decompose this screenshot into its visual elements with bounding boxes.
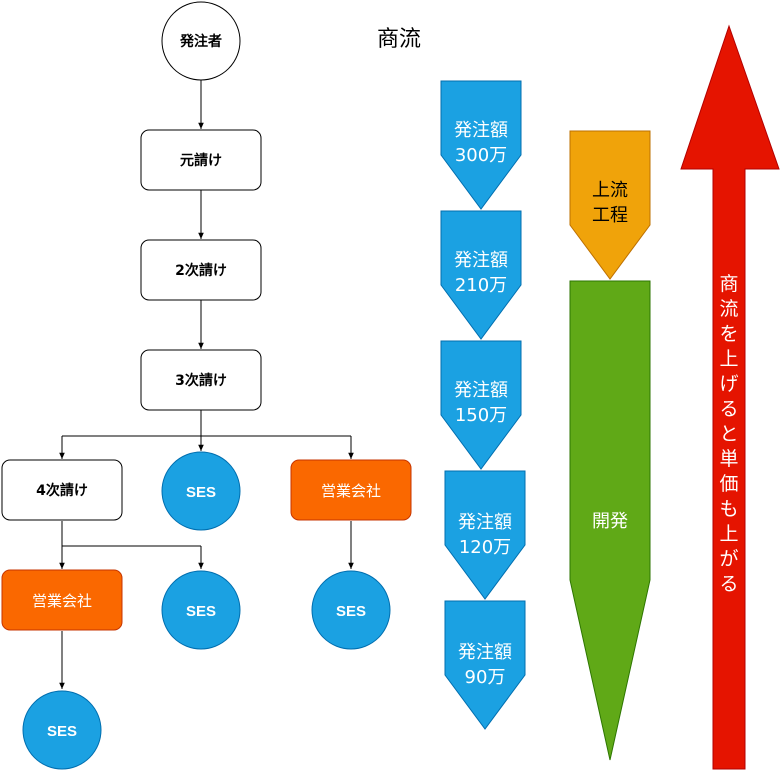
amount-arrow-1-label: 発注額: [454, 120, 508, 141]
upstream-process: 上流 工程: [569, 130, 651, 280]
node-sub4: 4次請け: [1, 459, 123, 521]
node-sales-company-a: 営業会社: [290, 459, 412, 521]
amount-arrow-3: 発注額 150万: [440, 340, 522, 470]
node-sales-company-b: 営業会社: [1, 569, 123, 631]
node-sub4-label: 4次請け: [36, 482, 88, 499]
upstream-line1: 上流: [592, 180, 628, 201]
node-sales-company-b-label: 営業会社: [32, 592, 92, 610]
red-arrow-text: 商流を上げると単価も上がる: [719, 273, 738, 595]
amount-arrow-4-label: 発注額: [458, 512, 512, 533]
amount-arrow-2-value: 210万: [455, 275, 507, 296]
node-prime-label: 元請け: [180, 152, 222, 169]
node-sales-company-a-label: 営業会社: [321, 482, 381, 500]
node-ses-4-label: SES: [47, 723, 77, 740]
amount-arrow-4: 発注額 120万: [444, 470, 526, 600]
amount-arrow-3-value: 150万: [455, 405, 507, 426]
node-ses-1: SES: [161, 451, 241, 531]
node-orderer: 発注者: [161, 1, 241, 81]
connector-sub3-branch: [62, 410, 351, 437]
node-ses-1-label: SES: [186, 484, 216, 501]
node-prime: 元請け: [140, 129, 262, 191]
amount-arrow-2-label: 発注額: [454, 250, 508, 271]
upstream-line2: 工程: [592, 205, 628, 226]
node-orderer-label: 発注者: [179, 33, 222, 50]
development-label: 開発: [592, 511, 628, 532]
amount-arrow-5-value: 90万: [465, 667, 506, 688]
node-ses-2-label: SES: [186, 603, 216, 620]
connectors: [59, 80, 354, 689]
amount-arrow-1: 発注額 300万: [440, 80, 522, 210]
amount-arrow-5: 発注額 90万: [444, 600, 526, 730]
node-ses-3: SES: [311, 570, 391, 650]
connector-sub4-branch: [61, 521, 201, 547]
amount-arrow-5-label: 発注額: [458, 642, 512, 663]
diagram-title: 商流: [377, 27, 421, 52]
node-sub3-label: 3次請け: [175, 372, 227, 389]
node-sub2-label: 2次請け: [175, 262, 227, 279]
node-ses-3-label: SES: [336, 603, 366, 620]
node-sub3: 3次請け: [140, 349, 262, 411]
amount-arrow-4-value: 120万: [459, 537, 511, 558]
amount-arrow-3-label: 発注額: [454, 380, 508, 401]
development-process: 開発: [569, 280, 651, 761]
node-ses-4: SES: [22, 690, 102, 770]
amount-arrow-2: 発注額 210万: [440, 210, 522, 340]
node-sub2: 2次請け: [140, 239, 262, 301]
amount-arrow-1-value: 300万: [455, 145, 507, 166]
node-ses-2: SES: [161, 570, 241, 650]
red-up-arrow: 商流を上げると単価も上がる: [680, 24, 780, 770]
